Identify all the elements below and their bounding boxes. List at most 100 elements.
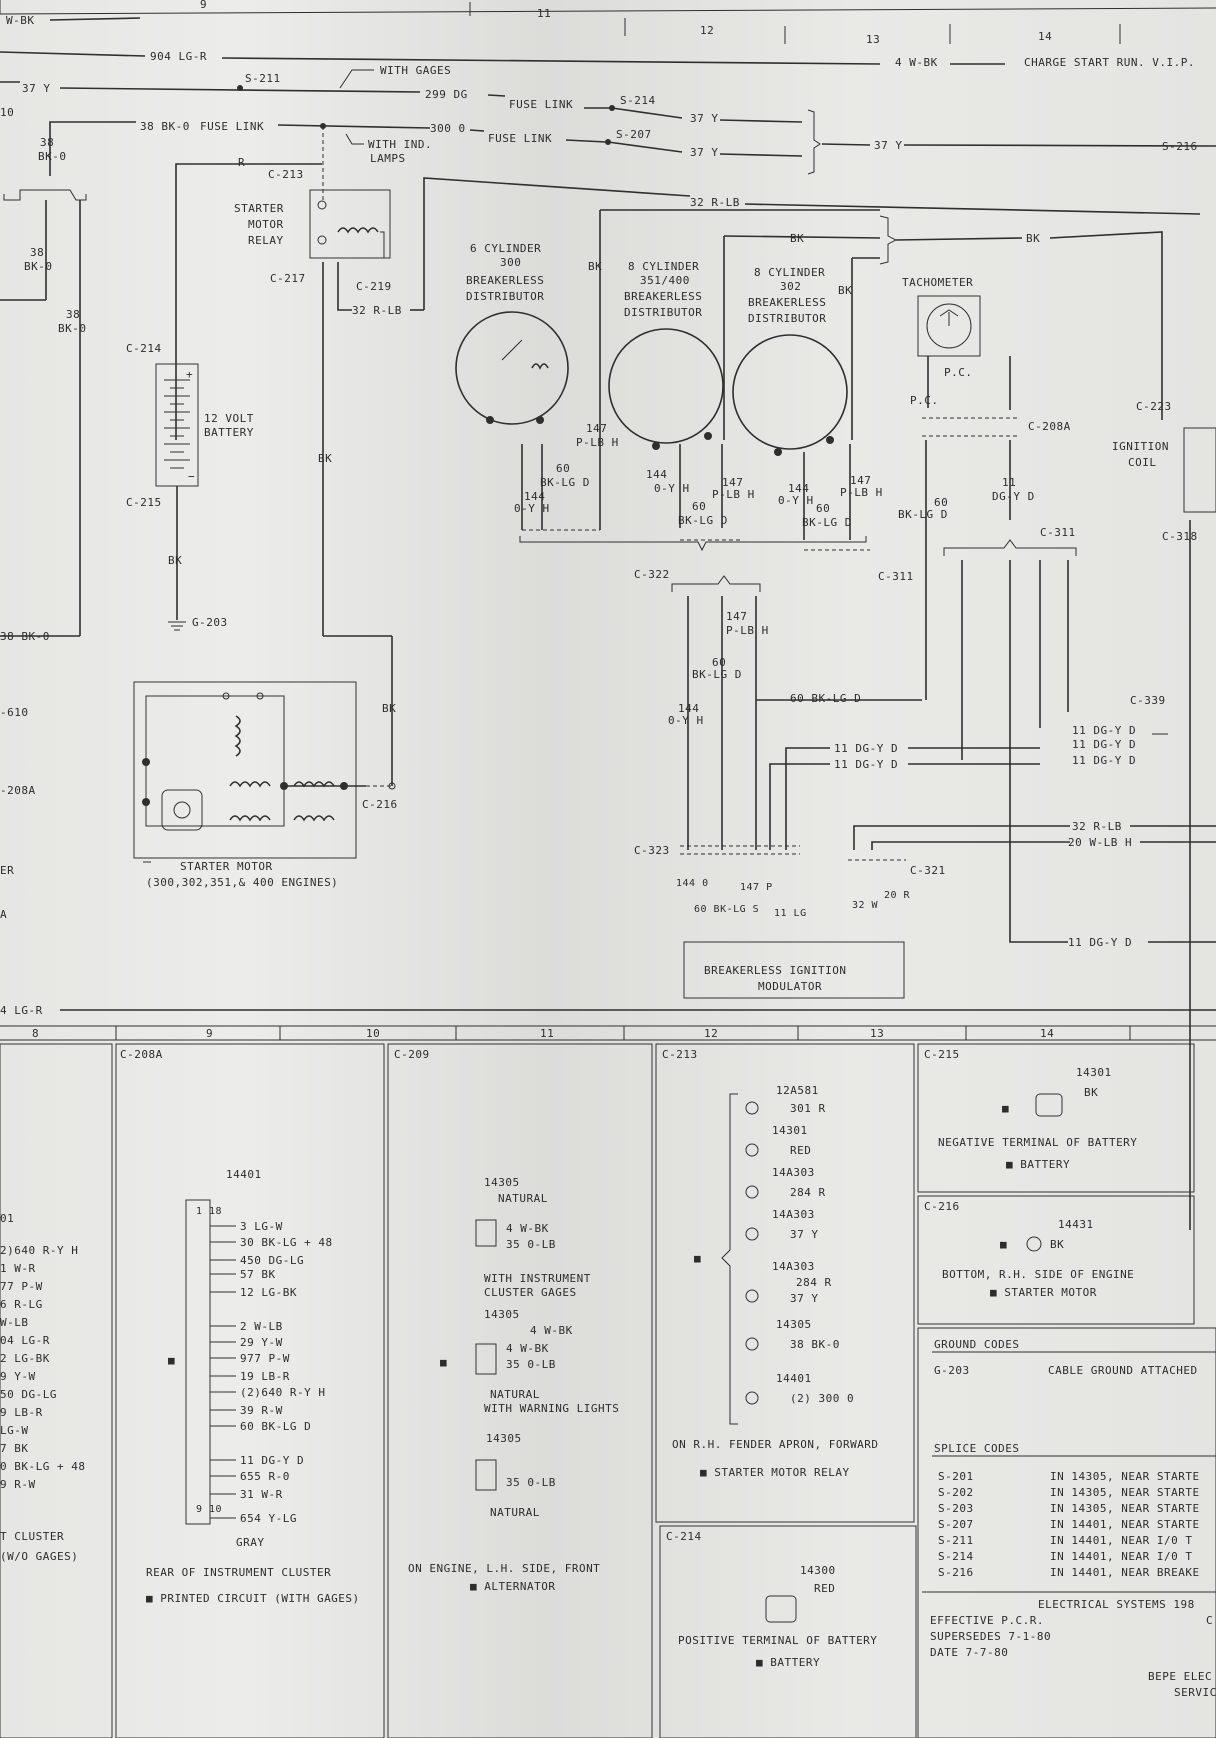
c213-caption-2: ■ STARTER MOTOR RELAY [700, 1466, 850, 1479]
starter-motor: BK C-216 STARTER MOTOR (300,302,351,& 40… [133, 635, 397, 889]
pc-2: P.C. [910, 394, 939, 407]
dist8b-3: BREAKERLESS [748, 296, 826, 309]
dgy-d11-a: 11 DG-Y D [834, 742, 898, 755]
c213-row7-wire: (2) 300 0 [790, 1392, 854, 1405]
c209-a-2: 35 0-LB [506, 1238, 556, 1251]
modulator-label-1: BREAKERLESS IGNITION [704, 964, 846, 977]
c318-label: C-318 [1162, 530, 1198, 543]
oy144-6cyl-1: 144 [524, 490, 545, 503]
fuse-link-1: FUSE LINK [509, 98, 573, 111]
pl-line-0: 01 [0, 1212, 14, 1225]
oy144-mod-2: 0-Y H [668, 714, 704, 727]
pl-line-12: 7 BK [0, 1442, 29, 1455]
fuse-link-3: FUSE LINK [488, 132, 552, 145]
y37-upper: 37 Y [690, 112, 719, 125]
battery-label-1: 12 VOLT [204, 412, 254, 425]
pc-1: P.C. [944, 366, 973, 379]
dist8a-3: BREAKERLESS [624, 290, 702, 303]
bk-dist: BK [588, 260, 602, 273]
oy144-8a-2: 0-Y H [654, 482, 690, 495]
c208a-part: 14401 [226, 1168, 262, 1181]
s216-top: S-216 [1162, 140, 1198, 153]
pl-line-6: 04 LG-R [0, 1334, 50, 1347]
plb147-6cyl-2: P-LB H [576, 436, 619, 449]
lamps: LAMPS [370, 152, 406, 165]
dist8a-2: 351/400 [640, 274, 690, 287]
plb147-8a-2: P-LB H [712, 488, 755, 501]
pl-line-2: 1 W-R [0, 1262, 36, 1275]
c215-bullet: ■ [1002, 1102, 1009, 1115]
c208a-num-top: 1 18 [196, 1206, 222, 1217]
c213-row0-part: 12A581 [776, 1084, 819, 1097]
panel-c214: C-214 14300 RED POSITIVE TERMINAL OF BAT… [659, 1525, 917, 1738]
c208a-pin-4: 12 LG-BK [240, 1286, 297, 1299]
c208a-connector [185, 1199, 211, 1525]
c209-c-0: 35 0-LB [506, 1476, 556, 1489]
mod-pin-4: 11 LG [774, 908, 807, 919]
oy144-8b-1: 144 [788, 482, 809, 495]
wlb20: 20 W-LB H [1068, 836, 1132, 849]
dgy-d11-b: 11 DG-Y D [834, 758, 898, 771]
panel-c209: C-209 14305 NATURAL 4 W-BK 35 0-LB WITH … [387, 1043, 653, 1738]
c223-label: C-223 [1136, 400, 1172, 413]
w-bk-4: 4 W-BK [895, 56, 938, 69]
bklg60-tach-1: 60 [934, 496, 948, 509]
dist6-3: BREAKERLESS [466, 274, 544, 287]
c214-label: C-214 [126, 342, 162, 355]
bk38b-2: BK-0 [24, 260, 53, 273]
battery-cells [164, 379, 190, 469]
pl-line-8: 9 Y-W [0, 1370, 36, 1383]
splice-6-code: S-216 [938, 1566, 974, 1579]
plb147-mod-1: 147 [726, 610, 747, 623]
c215-part: 14301 [1076, 1066, 1112, 1079]
c208a-bullet: ■ [168, 1354, 175, 1367]
c208a-pin-2: 450 DG-LG [240, 1254, 304, 1267]
grid-14: 14 [1040, 1027, 1054, 1040]
panel-codes: GROUND CODES G-203 CABLE GROUND ATTACHED… [917, 1327, 1216, 1738]
splice-4-desc: IN 14401, NEAR I/0 T [1050, 1534, 1192, 1547]
pl-line-3: 77 P-W [0, 1280, 43, 1293]
dist8b-2: 302 [780, 280, 801, 293]
c209-c-1: NATURAL [490, 1506, 540, 1519]
grid-9: 9 [206, 1027, 213, 1040]
pl-line-16: (W/O GAGES) [0, 1550, 78, 1563]
mod-pin-1: 144 0 [676, 878, 709, 889]
c214-wire: RED [814, 1582, 835, 1595]
lg-r4: 4 LG-R [0, 1004, 43, 1017]
dgy-d11-e: 11 DG-Y D [1072, 754, 1136, 767]
c209-b-1: 4 W-BK [506, 1342, 549, 1355]
c213-row6-part: 14305 [776, 1318, 812, 1331]
grid-9-top: 9 [200, 0, 207, 11]
mod-pin-2: 60 BK-LG S [694, 904, 759, 915]
panel-c213: C-213 ■ 12A581 301 R 14301 RED 14A303 28… [655, 1043, 915, 1523]
c208a-pin-5: 2 W-LB [240, 1320, 283, 1333]
distributors: 6 CYLINDER 300 BREAKERLESS DISTRIBUTOR 8… [455, 209, 1163, 552]
dist6-cap [455, 311, 569, 425]
bk-motor: BK [382, 702, 396, 715]
c209-caption-2: ■ ALTERNATOR [470, 1580, 555, 1593]
bklg60-8a-1: 60 [692, 500, 706, 513]
grid-13: 13 [870, 1027, 884, 1040]
c219-label: C-219 [356, 280, 392, 293]
pl-line-11: LG-W [0, 1424, 29, 1437]
y37-merge: 37 Y [874, 139, 903, 152]
splice-3-code: S-207 [938, 1518, 974, 1531]
c213-row4-wire: 284 R [796, 1276, 832, 1289]
with-ind: WITH IND. [368, 138, 432, 151]
lg-r-904: 904 LG-R [150, 50, 207, 63]
grid-8: 8 [32, 1027, 39, 1040]
dist8a-4: DISTRIBUTOR [624, 306, 702, 319]
c323-label: C-323 [634, 844, 670, 857]
bk38c-1: 38 [66, 308, 80, 321]
c209-a-0: NATURAL [498, 1192, 548, 1205]
c215-caption-1: NEGATIVE TERMINAL OF BATTERY [938, 1136, 1137, 1149]
c213-title: C-213 [662, 1048, 698, 1061]
c209-title: C-209 [394, 1048, 430, 1061]
mod-pin-5: 32 W [852, 900, 879, 911]
starter-relay-section: R C-213 STARTER MOTOR RELAY C-217 C-219 … [0, 126, 1201, 921]
c208a-pin-9: (2)640 R-Y H [240, 1386, 325, 1399]
c213-row0-wire: 301 R [790, 1102, 826, 1115]
c208a-pin-13: 655 R-0 [240, 1470, 290, 1483]
plb147-8b-2: P-LB H [840, 486, 883, 499]
